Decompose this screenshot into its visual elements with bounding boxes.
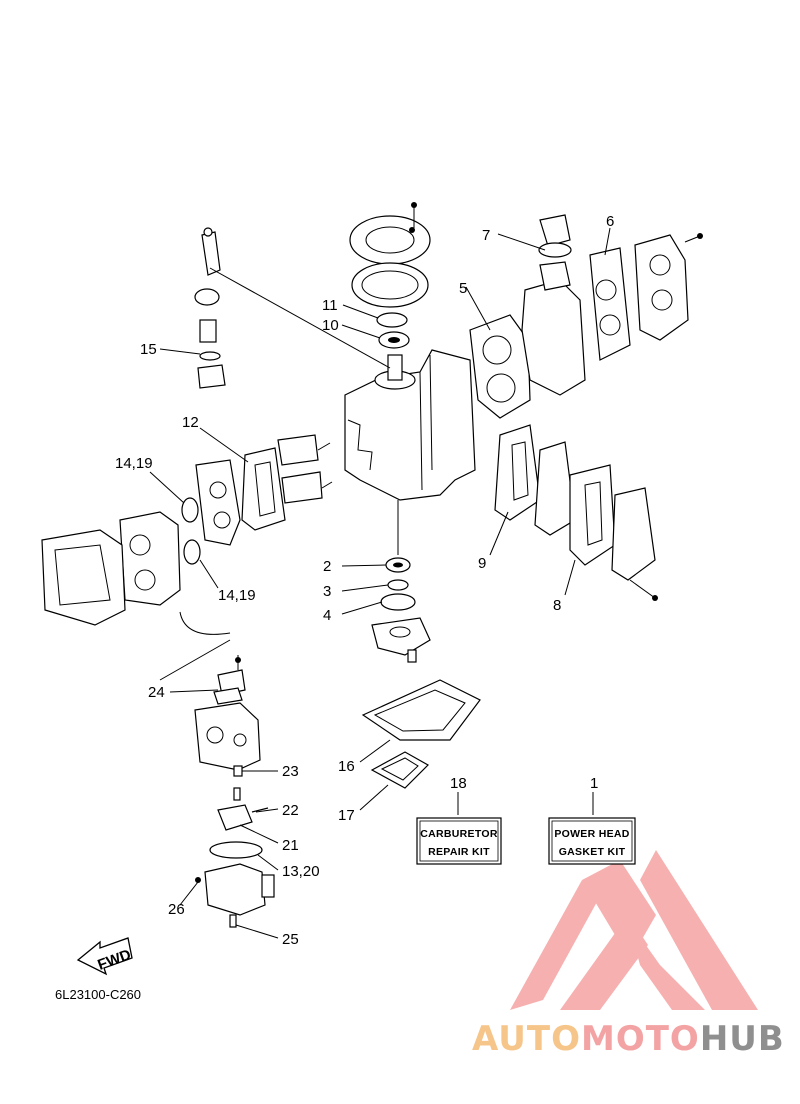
callout-10: 10 <box>322 317 339 334</box>
watermark-part-auto: AUTO <box>472 1019 581 1059</box>
side-gasket-8 <box>569 464 616 566</box>
float-21 <box>217 804 253 831</box>
lower-housing <box>371 617 431 663</box>
cylinder-head <box>521 261 586 396</box>
head-cover-gasket-7 <box>538 214 572 258</box>
power-head-kit-line1: POWER HEAD <box>554 828 629 840</box>
watermark-part-hub: HUB <box>699 1019 785 1059</box>
leader-lines <box>149 227 611 939</box>
top-gasket <box>351 262 429 308</box>
o-ring-4 <box>380 593 416 611</box>
callout-11: 11 <box>322 297 338 314</box>
intake-manifold <box>195 459 241 546</box>
carburetor-kit-line1: CARBURETOR <box>420 828 498 840</box>
callout-6: 6 <box>606 213 614 230</box>
callout-13-20: 13,20 <box>282 863 320 880</box>
o-ring-11 <box>376 312 408 328</box>
callout-15: 15 <box>140 341 157 358</box>
callout-1: 1 <box>590 775 598 792</box>
head-gasket-5 <box>469 314 531 419</box>
intake-gasket-12 <box>241 447 286 531</box>
exhaust-gasket-6 <box>589 247 631 361</box>
callout-18: 18 <box>450 775 467 792</box>
diagram-code: 6L23100-C260 <box>55 987 141 1002</box>
callout-25: 25 <box>282 931 299 948</box>
jet-rod-22 <box>233 787 241 801</box>
bearing-10 <box>378 331 410 349</box>
seal-3 <box>387 579 409 591</box>
carburetor-kit-line2: REPAIR KIT <box>428 846 490 858</box>
base-gasket-16 <box>361 679 481 741</box>
callout-17: 17 <box>338 807 355 824</box>
callout-12: 12 <box>182 414 199 431</box>
callout-24: 24 <box>148 684 165 701</box>
screws-25-26 <box>195 877 237 928</box>
watermark-part-moto: MOTO <box>580 1019 700 1059</box>
callout-14-19-lower: 14,19 <box>218 587 256 604</box>
reed-plates <box>277 434 333 504</box>
jet-23 <box>233 765 278 777</box>
carburetor-assembly <box>194 702 261 771</box>
fwd-arrow-icon: FWD <box>76 937 133 976</box>
fuel-pump-assembly <box>194 227 391 389</box>
top-cover-plate <box>349 202 431 265</box>
float-chamber <box>204 863 275 916</box>
carburetor-gasket-24 <box>213 655 246 705</box>
callout-14-19-upper: 14,19 <box>115 455 153 472</box>
silencer-box <box>41 529 126 626</box>
callout-7: 7 <box>482 227 490 244</box>
callout-22: 22 <box>282 802 299 819</box>
carburetor-repair-kit-box: CARBURETOR REPAIR KIT <box>416 817 502 865</box>
exhaust-cover <box>634 233 703 341</box>
callout-3: 3 <box>323 583 331 600</box>
seal-14-19 <box>181 497 201 565</box>
callout-4: 4 <box>323 607 331 624</box>
float-chamber-gasket-13-20 <box>209 841 263 859</box>
callout-5: 5 <box>459 280 467 297</box>
carburetor-body <box>119 511 181 606</box>
callout-9: 9 <box>478 555 486 572</box>
side-cover-8 <box>611 487 658 601</box>
crankcase-block <box>344 349 476 555</box>
callout-8: 8 <box>553 597 561 614</box>
power-head-gasket-kit-box: POWER HEAD GASKET KIT <box>548 817 636 865</box>
callout-21: 21 <box>282 837 299 854</box>
callout-2: 2 <box>323 558 331 575</box>
bracket-24 <box>159 611 231 681</box>
side-cover-plate <box>534 441 576 536</box>
watermark-logo <box>510 850 758 1010</box>
plate-gasket-17 <box>370 751 429 789</box>
callout-16: 16 <box>338 758 355 775</box>
side-gasket-9 <box>494 424 541 521</box>
pin-22 <box>251 807 269 813</box>
callout-26: 26 <box>168 901 185 918</box>
power-head-kit-line2: GASKET KIT <box>559 846 626 858</box>
oil-seal-2 <box>385 557 411 573</box>
watermark-text: AUTOMOTOHUB <box>472 1019 785 1059</box>
callout-23: 23 <box>282 763 299 780</box>
